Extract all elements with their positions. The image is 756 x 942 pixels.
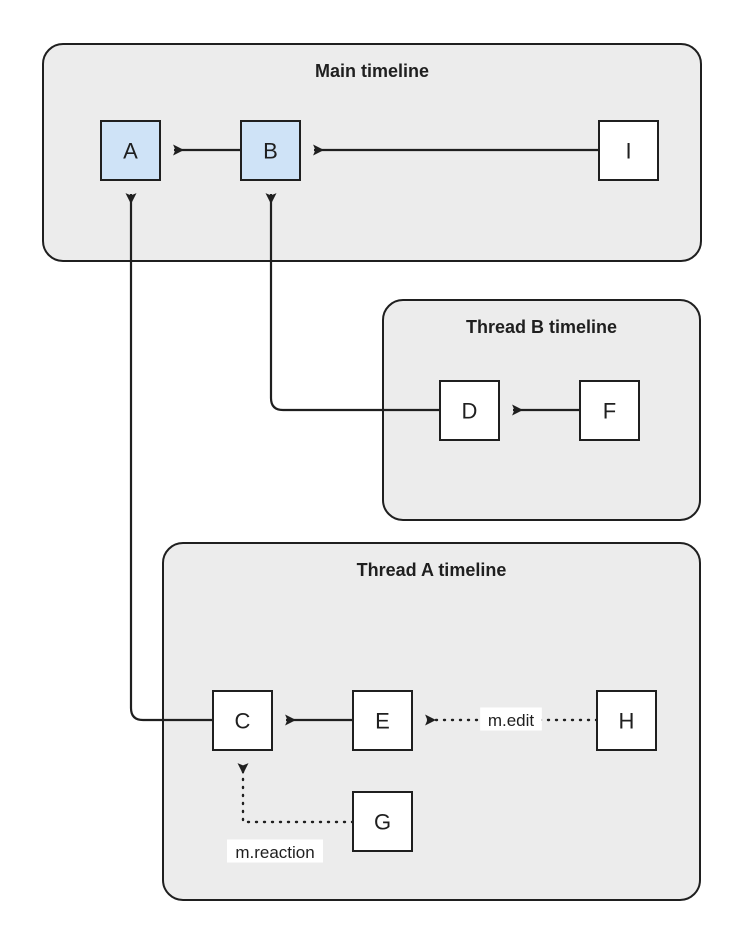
panel-title: Thread B timeline <box>466 317 617 337</box>
node-box[interactable] <box>240 120 301 181</box>
edge-labels-layer: m.edit m.reaction <box>227 707 542 863</box>
node-label: I <box>625 139 631 164</box>
node-box[interactable] <box>596 690 657 751</box>
node-D[interactable]: D <box>439 380 500 441</box>
node-G[interactable]: G <box>352 791 413 852</box>
node-H[interactable]: H <box>596 690 657 751</box>
edge-c-to-a <box>125 193 213 722</box>
edge-label-background <box>480 707 542 731</box>
node-label: F <box>603 399 616 424</box>
node-box[interactable] <box>352 690 413 751</box>
node-label: D <box>462 399 478 424</box>
node-F[interactable]: F <box>579 380 640 441</box>
panel-main: Main timeline <box>42 43 702 262</box>
node-box[interactable] <box>598 120 659 181</box>
node-label: E <box>375 709 390 734</box>
node-label: C <box>235 709 251 734</box>
node-label: B <box>263 139 278 164</box>
node-box[interactable] <box>352 791 413 852</box>
edge-label-text: m.reaction <box>235 843 314 862</box>
panel-title: Thread A timeline <box>357 560 507 580</box>
edge-label-text: m.edit <box>488 711 535 730</box>
node-label: G <box>374 810 391 835</box>
node-box[interactable] <box>100 120 161 181</box>
panel-title: Main timeline <box>315 61 429 81</box>
node-C[interactable]: C <box>212 690 273 751</box>
node-I[interactable]: I <box>598 120 659 181</box>
edge-d-to-b <box>265 193 440 412</box>
node-label: A <box>123 139 138 164</box>
edge-label-h-to-e: m.edit <box>480 707 542 731</box>
panel-background <box>42 43 702 262</box>
node-box[interactable] <box>579 380 640 441</box>
node-B[interactable]: B <box>240 120 301 181</box>
node-A[interactable]: A <box>100 120 161 181</box>
edge-label-background <box>227 839 323 863</box>
edges-layer <box>125 144 599 824</box>
nodes-layer: A B I D F C E H G <box>100 120 659 852</box>
node-label: H <box>619 709 635 734</box>
node-box[interactable] <box>212 690 273 751</box>
node-box[interactable] <box>439 380 500 441</box>
edge-label-g-to-c: m.reaction <box>227 839 323 863</box>
node-E[interactable]: E <box>352 690 413 751</box>
